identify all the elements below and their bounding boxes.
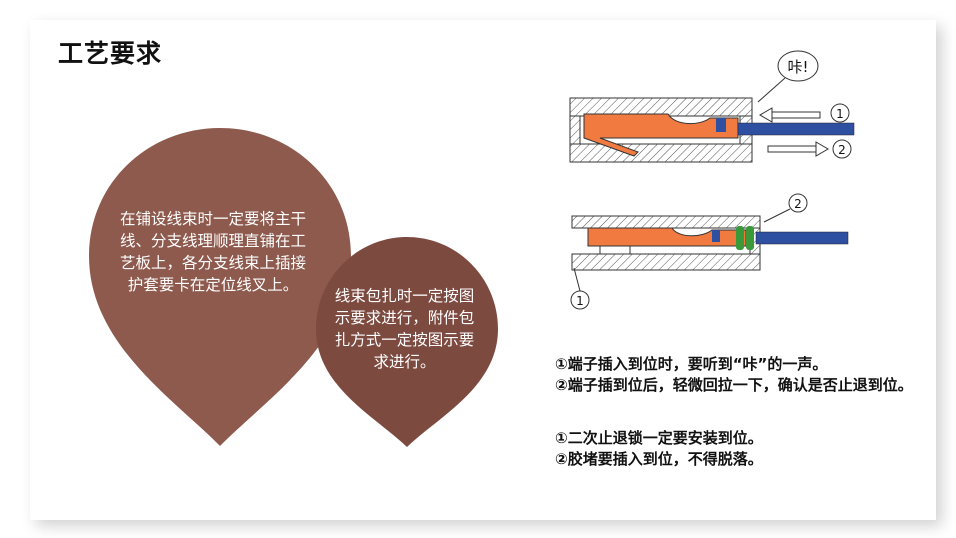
connector-diagram: 咔! 1 2 2 1 [569,50,855,310]
terminal-insert-drawing: 咔! 1 2 [569,50,855,163]
svg-text:1: 1 [836,107,844,121]
notes-group-2: ①二次止退锁一定要安装到位。 ②胶堵要插入到位，不得脱落。 [555,428,915,470]
svg-text:2: 2 [838,143,846,157]
note-item: ①端子插入到位时，要听到“咔”的一声。 [555,355,828,373]
teardrop-small-text: 线束包扎时一定按图示要求进行，附件包扎方式一定按图示要求进行。 [334,287,475,371]
svg-text:1: 1 [576,294,584,308]
svg-text:2: 2 [794,197,802,211]
teardrop-small [316,237,498,447]
note-item: ①二次止退锁一定要安装到位。 [555,429,763,447]
secondary-lock-drawing: 2 1 [570,193,849,310]
slide-title: 工艺要求 [58,39,163,68]
teardrop-large-text: 在铺设线束时一定要将主干线、分支线理顺理直铺在工艺板上，各分支线束上插接护套要卡… [119,210,306,294]
notes-group-1: ①端子插入到位时，要听到“咔”的一声。 ②端子插到位后，轻微回拉一下，确认是否止… [555,354,915,396]
note-item: ②胶堵要插入到位，不得脱落。 [555,450,763,468]
teardrop-large [89,128,351,446]
callout-text: 咔! [787,58,808,76]
note-item: ②端子插到位后，轻微回拉一下，确认是否止退到位。 [555,376,913,394]
